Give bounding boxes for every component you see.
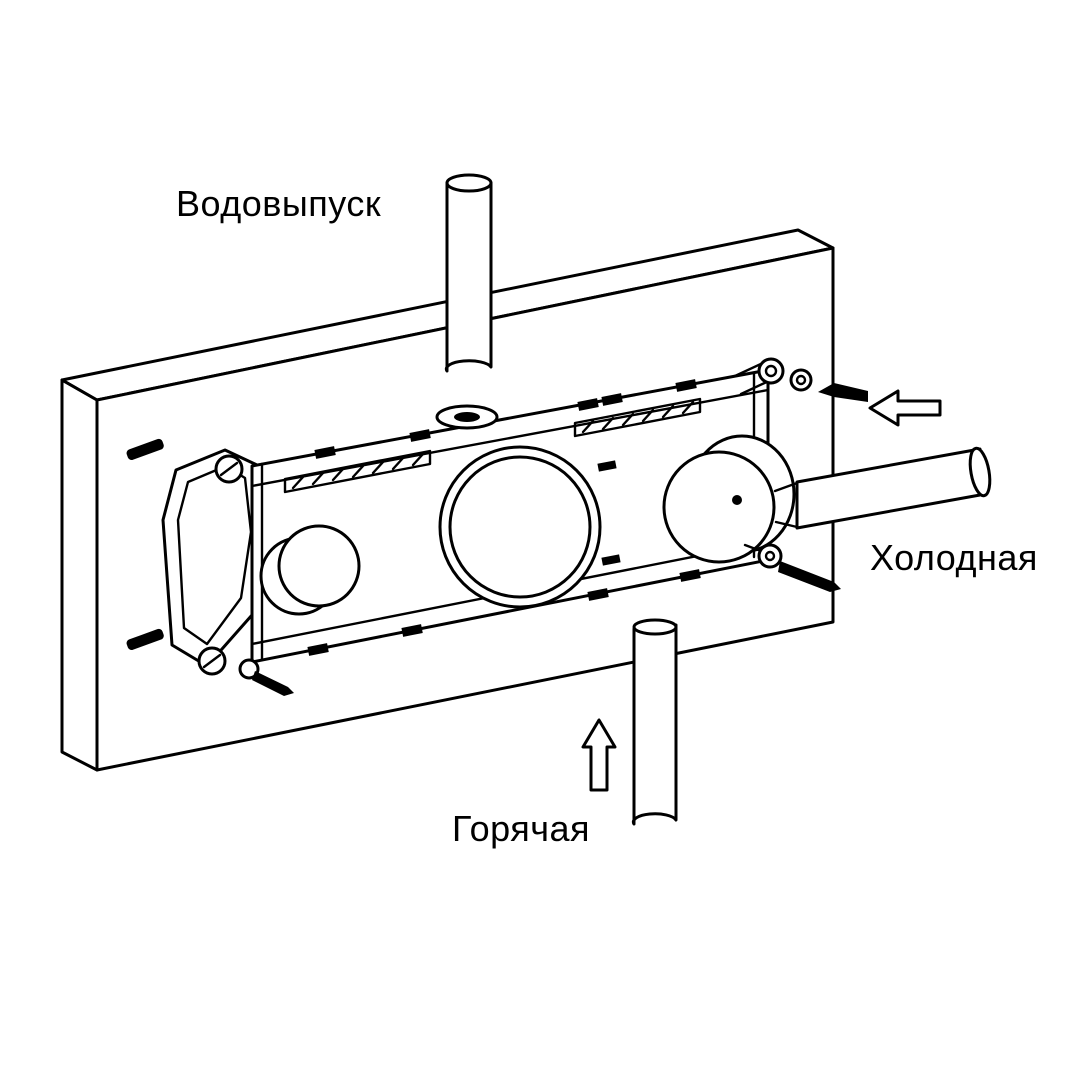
mounting-slot-left xyxy=(283,449,432,494)
arrow-left-icon xyxy=(868,389,942,427)
hot-pipe xyxy=(631,618,678,826)
center-knob xyxy=(438,445,602,609)
clip-tabs xyxy=(307,379,701,656)
arrow-up-icon xyxy=(581,718,617,792)
cold-label: Холодная xyxy=(870,537,1038,578)
corner-screw-bottom-left xyxy=(197,646,294,696)
right-knob xyxy=(662,434,796,564)
corner-screw-bottom-right xyxy=(743,543,841,592)
corner-screw-top-right xyxy=(733,357,868,402)
hot-label: Горячая xyxy=(452,808,590,849)
corner-screw-top-left xyxy=(214,454,244,484)
outlet-pipe xyxy=(444,173,493,373)
wall-plugs xyxy=(126,438,164,651)
mounting-slot-right xyxy=(573,397,702,438)
left-knob xyxy=(259,524,361,616)
outlet-port xyxy=(435,404,499,430)
cold-pipe xyxy=(773,446,992,530)
outlet-label: Водовыпуск xyxy=(176,183,382,224)
